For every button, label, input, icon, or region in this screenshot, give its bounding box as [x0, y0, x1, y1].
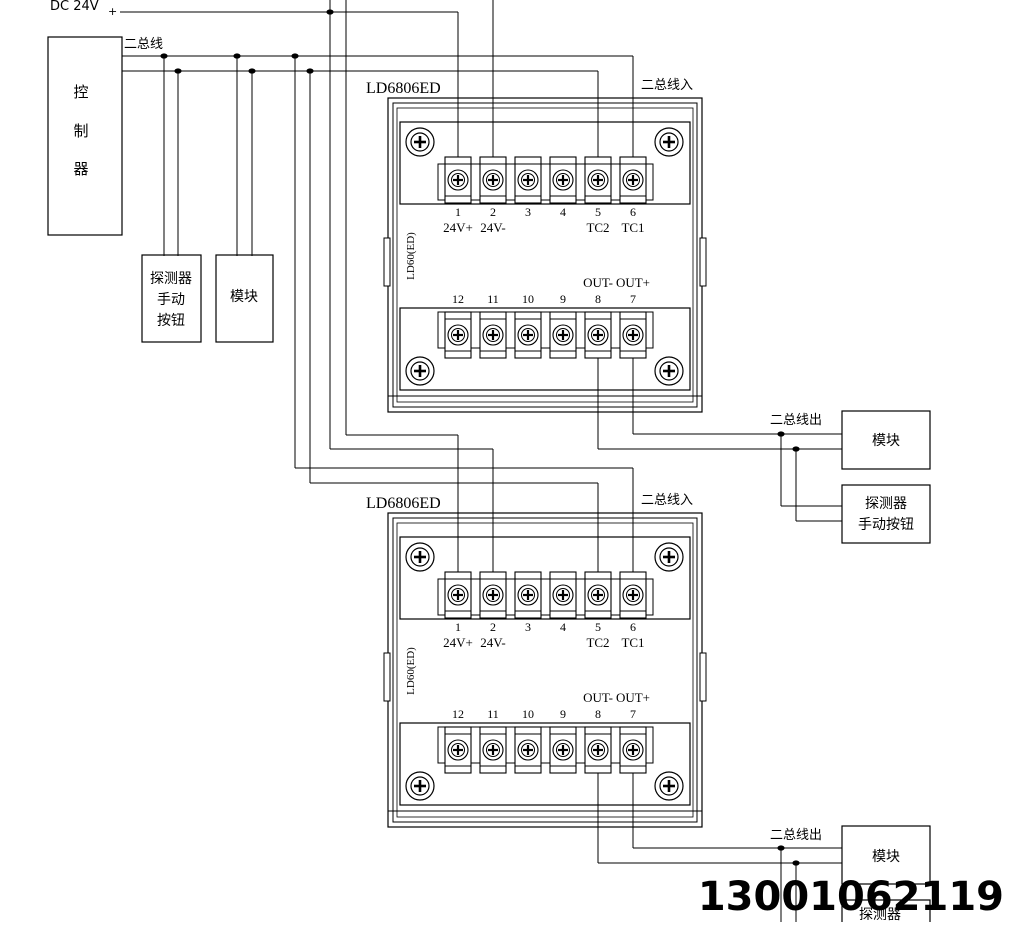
unit-panel-frame: [396, 522, 694, 818]
unit-right-tab: [699, 237, 707, 287]
unit-top-function-2: 24V-: [480, 220, 506, 235]
unit-bottom-number-5: 8: [595, 707, 601, 721]
unit-model-label: LD6806ED: [366, 495, 441, 512]
unit-top-block: [437, 578, 654, 616]
detector-line-3: 按钮: [157, 313, 185, 329]
unit-bottom-number-5: 8: [595, 292, 601, 306]
unit-top-number-1: 1: [455, 620, 461, 634]
unit-bottom-panel: [399, 722, 691, 806]
unit-bottom-number-2: 11: [487, 707, 499, 721]
unit-top-block: [437, 163, 654, 201]
junction-dot-8: [777, 431, 785, 437]
unit-top-function-2: 24V-: [480, 635, 506, 650]
unit-bottom-number-4: 9: [560, 292, 566, 306]
unit-side-label: LD60(ED): [405, 647, 417, 695]
detector-line-1: 探测器: [150, 271, 192, 287]
unit-top-number-3: 3: [525, 620, 531, 634]
controller-char-2: 制: [73, 122, 88, 140]
out-detector-box-2: [841, 899, 931, 927]
detector-line-2: 手动: [157, 292, 185, 308]
unit-top-number-6: 6: [630, 205, 636, 219]
unit-top-number-1: 1: [455, 205, 461, 219]
unit-model-label: LD6806ED: [366, 80, 441, 97]
unit-panel-frame: [396, 107, 694, 403]
unit-bottom-function-5: OUT-: [583, 690, 613, 705]
junction-dot-3: [174, 68, 182, 74]
out-module-label-2: 模块: [872, 849, 900, 865]
unit-bottom-number-2: 11: [487, 292, 499, 306]
unit-bottom-function-5: OUT-: [583, 275, 613, 290]
junction-dot-5: [248, 68, 256, 74]
unit-top-number-5: 5: [595, 205, 601, 219]
unit-top-number-6: 6: [630, 620, 636, 634]
unit-bottom-number-6: 7: [630, 707, 636, 721]
junction-dot-7: [306, 68, 314, 74]
unit-bottom-number-6: 7: [630, 292, 636, 306]
unit-top-function-1: 24V+: [443, 635, 473, 650]
out-detector-line-2: 手动按钮: [858, 517, 914, 533]
unit-bottom-block: [437, 311, 654, 349]
junction-dot-4: [233, 53, 241, 59]
out-detector-box-1: [841, 484, 931, 544]
unit-right-tab: [699, 652, 707, 702]
controller-char-3: 器: [73, 160, 88, 178]
junction-dot-6: [291, 53, 299, 59]
unit-bottom-number-1: 12: [452, 707, 464, 721]
unit-bus-in-label: 二总线入: [641, 78, 693, 93]
module-label: 模块: [230, 289, 258, 305]
unit-left-tab: [383, 237, 391, 287]
unit-bottom-function-6: OUT+: [616, 275, 650, 290]
unit-inner-frame: [392, 102, 698, 408]
unit-top-function-5: TC2: [586, 635, 609, 650]
phone-number: 13001062119: [698, 874, 1004, 920]
controller-char-1: 控: [73, 83, 88, 101]
bus-out-label-1: 二总线出: [770, 413, 822, 428]
unit-bus-in-label: 二总线入: [641, 493, 693, 508]
out-module-box-1: [841, 410, 931, 470]
unit-side-label: LD60(ED): [405, 232, 417, 280]
power-label: DC 24V: [50, 0, 99, 14]
junction-dot-9: [792, 446, 800, 452]
unit-top-function-6: TC1: [621, 220, 644, 235]
unit-top-function-5: TC2: [586, 220, 609, 235]
junction-dot-2: [160, 53, 168, 59]
unit-bottom-block: [437, 726, 654, 764]
unit-bottom-number-3: 10: [522, 707, 534, 721]
junction-dot-11: [792, 860, 800, 866]
detector-box: [141, 254, 202, 343]
unit-bottom-panel: [399, 307, 691, 391]
unit-top-panel: [399, 536, 691, 620]
unit-top-function-6: TC1: [621, 635, 644, 650]
out-module-label-1: 模块: [872, 433, 900, 449]
module-box: [215, 254, 274, 343]
power-plus-label: +: [108, 5, 117, 18]
unit-bottom-number-1: 12: [452, 292, 464, 306]
unit-bottom-function-6: OUT+: [616, 690, 650, 705]
unit-top-number-4: 4: [560, 620, 566, 634]
bus-label: 二总线: [124, 37, 163, 52]
unit-left-tab: [383, 652, 391, 702]
out-module-box-2: [841, 825, 931, 885]
unit-top-number-3: 3: [525, 205, 531, 219]
bus-out-label-2: 二总线出: [770, 828, 822, 843]
unit-top-number-5: 5: [595, 620, 601, 634]
unit-bottom-number-4: 9: [560, 707, 566, 721]
unit-top-number-2: 2: [490, 620, 496, 634]
out-detector-line-2-1: 探测器: [859, 907, 901, 922]
unit-top-number-4: 4: [560, 205, 566, 219]
controller-box: [47, 36, 123, 236]
unit-top-function-1: 24V+: [443, 220, 473, 235]
unit-inner-frame: [392, 517, 698, 823]
unit-top-number-2: 2: [490, 205, 496, 219]
junction-dot-10: [777, 845, 785, 851]
out-detector-line-1: 探测器: [865, 496, 907, 512]
unit-bottom-number-3: 10: [522, 292, 534, 306]
unit-top-panel: [399, 121, 691, 205]
junction-dot-1: [326, 9, 334, 15]
